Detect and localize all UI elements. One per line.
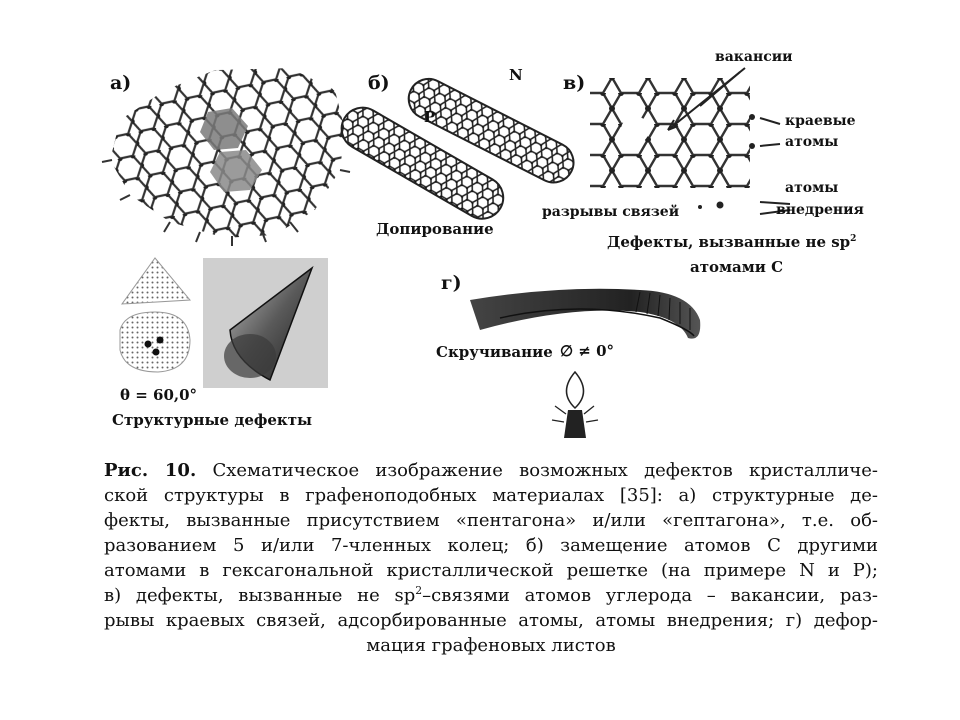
twisting-label: Скручивание	[436, 343, 553, 361]
p-atom-label: P	[424, 108, 435, 126]
n-atom-label: N	[509, 66, 523, 84]
cone-projections	[120, 258, 190, 372]
caption-line-3: фекты, вызванные присутствием «пентагона…	[104, 508, 878, 533]
theta-label: θ = 60,0°	[120, 386, 197, 404]
caption-line-6: в) дефекты, вызванные не sp2–связями ато…	[104, 583, 878, 608]
caption-line-8: мация графеновых листов	[104, 633, 878, 658]
graphene-sheet-structural-defect	[102, 68, 350, 246]
interstitial-label-2: внедрения	[776, 202, 864, 218]
lattice-non-sp2-defects	[590, 68, 790, 214]
edge-atoms-label-2: атомы	[785, 134, 838, 150]
panel-b-letter: б)	[368, 72, 390, 94]
caption-line-4: разованием 5 и/или 7-членных колец; б) з…	[104, 533, 878, 558]
twist-formula: ∅ ≠ 0°	[560, 342, 614, 360]
caption-line-1: Рис. 10. Схематическое изображение возмо…	[104, 458, 878, 483]
non-sp2-defects-label-2: атомами С	[690, 258, 783, 276]
twist-icon	[552, 372, 598, 438]
caption-line-7: рывы краевых связей, адсорбированные ато…	[104, 608, 878, 633]
panel-a-letter: а)	[110, 72, 131, 94]
figure-number: Рис. 10.	[104, 460, 196, 481]
figure-caption: Рис. 10. Схематическое изображение возмо…	[104, 458, 878, 658]
edge-atoms-label-1: краевые	[785, 113, 856, 129]
panel-v-letter: в)	[563, 72, 585, 94]
vacancies-label: вакансии	[715, 49, 793, 65]
non-sp2-defects-label: Дефекты, вызванные не sp2	[607, 233, 856, 251]
caption-line-2: ской структуры в графеноподобных материа…	[104, 483, 878, 508]
bond-breaks-label: разрывы связей	[542, 204, 679, 220]
interstitial-label-1: атомы	[785, 180, 838, 196]
doping-label: Допирование	[376, 220, 494, 238]
structural-defects-label: Структурные дефекты	[112, 411, 312, 429]
panel-g-letter: г)	[441, 272, 462, 294]
cone-image	[203, 258, 328, 388]
caption-line-5: атомами в гексагональной кристаллической…	[104, 558, 878, 583]
twisted-graphene-ribbon	[470, 289, 700, 339]
